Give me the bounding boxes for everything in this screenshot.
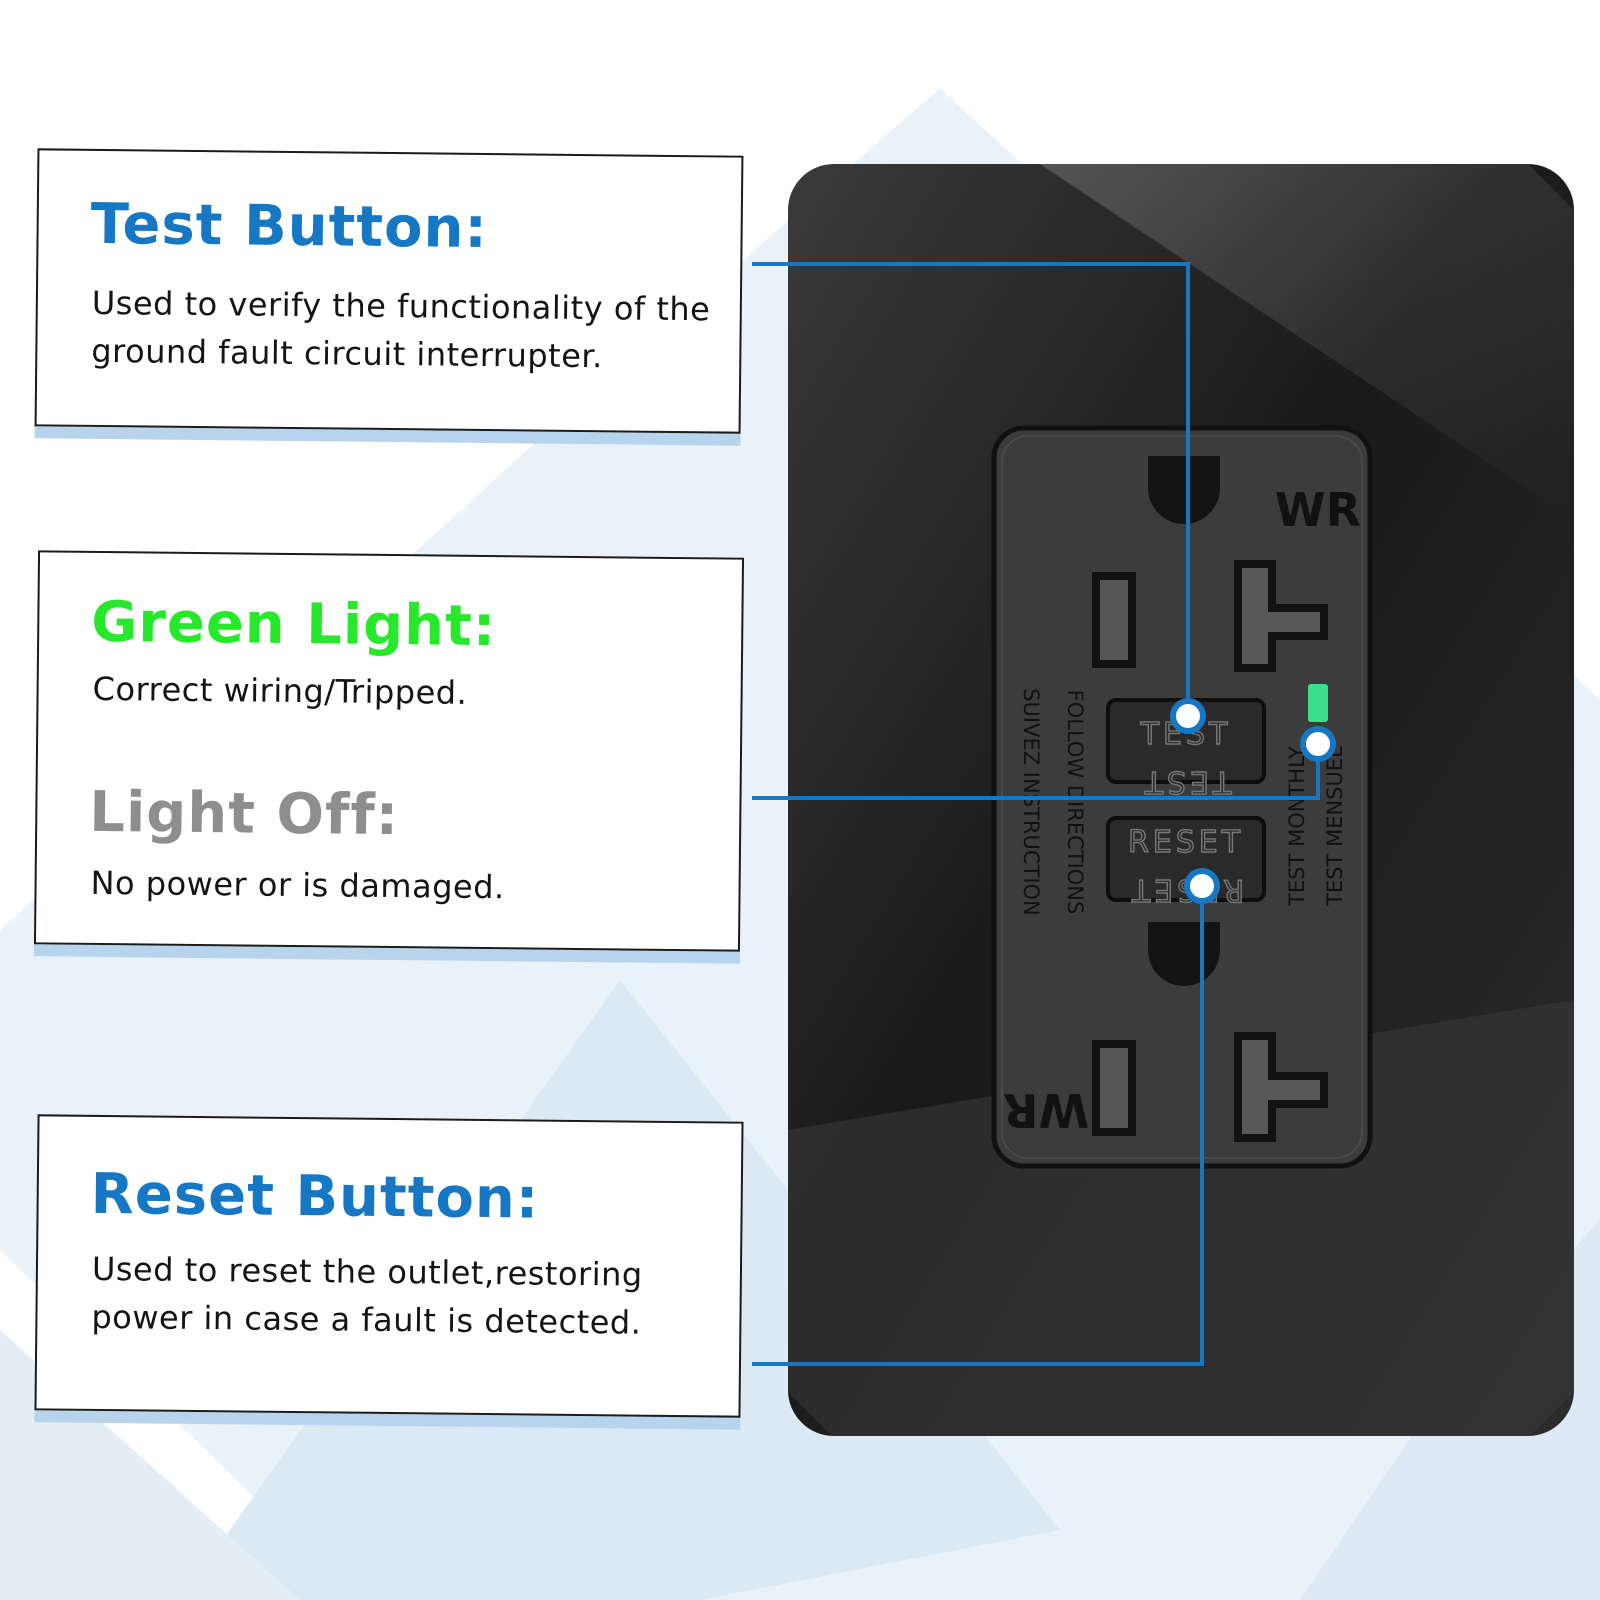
side-text-monthly: TEST MONTHLY	[1285, 746, 1309, 907]
green-light-indicator	[1308, 684, 1328, 722]
light-off-title: Light Off:	[89, 779, 400, 849]
test-button-description: Used to verify the functionality of the …	[91, 283, 711, 376]
connector-line-reset	[752, 886, 1204, 1366]
callout-light-status: Green Light: Correct wiring/Tripped. Lig…	[33, 550, 745, 952]
connector-dot-reset	[1184, 868, 1220, 904]
green-light-title: Green Light:	[90, 589, 497, 660]
side-text-follow: FOLLOW DIRECTIONS	[1063, 690, 1087, 915]
callout-test-button: Test Button: Used to verify the function…	[34, 148, 744, 434]
svg-text:TEST: TEST	[1141, 764, 1233, 799]
ground-slot-top	[1148, 456, 1220, 524]
connector-line-test	[752, 262, 1190, 716]
reset-button-description: Used to reset the outlet,restoring power…	[91, 1249, 643, 1342]
svg-text:RESET: RESET	[1128, 825, 1244, 860]
reset-button	[1106, 816, 1266, 902]
light-off-description: No power or is damaged.	[90, 863, 505, 907]
callout-reset-button: Reset Button: Used to reset the outlet,r…	[34, 1114, 744, 1418]
rating-label-top: WR	[1275, 483, 1361, 537]
side-text-suivez: SUIVEZ INSTRUCTION	[1019, 688, 1043, 916]
green-light-description: Correct wiring/Tripped.	[92, 669, 468, 712]
side-text-mensuel: TEST MENSUEL	[1323, 746, 1347, 907]
test-button-title: Test Button:	[90, 191, 489, 262]
rating-label-bottom: WR	[1003, 1083, 1089, 1137]
reset-button-title: Reset Button:	[90, 1161, 540, 1232]
connector-dot-test	[1170, 698, 1206, 734]
plate-highlight	[1040, 164, 1574, 520]
connector-dot-light	[1300, 726, 1336, 762]
